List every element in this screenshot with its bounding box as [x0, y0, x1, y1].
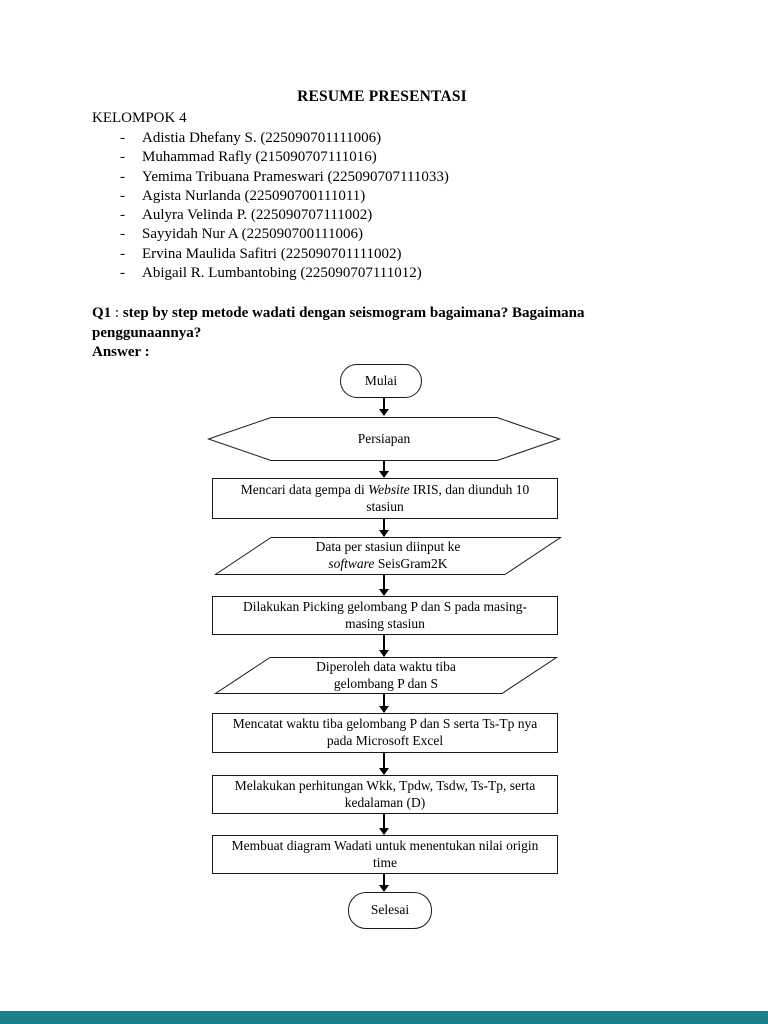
flow-node-end: Selesai: [348, 892, 432, 929]
list-dash: -: [120, 168, 125, 185]
hexagon-shape: [206, 417, 562, 461]
flow-arrow-down: [383, 575, 385, 589]
flow-arrow-down: [383, 398, 385, 409]
text-run: pada Microsoft Excel: [326, 733, 444, 748]
text-run: time: [373, 854, 397, 870]
list-item: -Sayyidah Nur A (225090700111006): [92, 225, 672, 244]
flow-arrow-down: [383, 519, 385, 530]
flow-node-preparation: Persiapan: [206, 417, 562, 461]
flow-arrow-down: [383, 694, 385, 706]
question-text: step by step metode wadati dengan seismo…: [92, 305, 585, 341]
member-text: Sayyidah Nur A (225090700111006): [142, 226, 363, 243]
flow-node-process-1: Mencari data gempa di Website IRIS, dan …: [212, 478, 558, 519]
list-item: - Adistia Dhefany S. (225090701111006): [92, 129, 672, 148]
member-list: -Adistia Dhefany S. (225090701111006) -M…: [92, 129, 672, 283]
list-dash: -: [120, 226, 125, 243]
flow-node-start: Mulai: [340, 364, 422, 398]
text-run: Dilakukan Picking gelombang P dan S pada…: [242, 598, 528, 614]
text-run: kedalaman (D): [344, 794, 426, 810]
text-run: gelombang P dan S: [333, 675, 439, 691]
text-run: SeisGram2K: [374, 556, 448, 571]
footer-bar: [0, 1011, 768, 1024]
member-text: Yemima Tribuana Prameswari (225090707111…: [142, 168, 449, 185]
flow-node-label: Persiapan: [357, 430, 411, 446]
list-item: -Ervina Maulida Safitri (225090701111002…: [92, 245, 672, 264]
page-title: RESUME PRESENTASI: [297, 88, 467, 105]
flow-node-process-3: Mencatat waktu tiba gelombang P dan S se…: [212, 713, 558, 753]
question-block: Q1 : step by step metode wadati dengan s…: [92, 304, 672, 343]
flow-arrow-down: [383, 461, 385, 471]
flow-node-label: Mencari data gempa di Website IRIS, dan …: [241, 482, 530, 516]
member-text: Agista Nurlanda (225090700111011): [142, 187, 366, 204]
group-heading: KELOMPOK 4: [92, 110, 187, 126]
question-label: Q1: [92, 305, 112, 322]
list-dash: -: [120, 207, 125, 224]
list-dash: -: [120, 187, 125, 204]
italic-text-run: Website: [368, 481, 410, 497]
question-separator: :: [111, 305, 123, 322]
member-text: Ervina Maulida Safitri (225090701111002): [142, 245, 402, 262]
text-run: Mencari data gempa di: [240, 481, 369, 497]
list-item: -Agista Nurlanda (225090700111011): [92, 187, 672, 206]
flow-arrow-down: [383, 753, 385, 768]
flow-node-process-4: Melakukan perhitungan Wkk, Tpdw, Tsdw, T…: [212, 775, 558, 814]
text-run: Diperoleh data waktu tiba: [316, 658, 456, 674]
member-text: Muhammad Rafly (215090707111016): [142, 149, 377, 166]
member-text: Aulyra Velinda P. (225090707111002): [142, 207, 373, 224]
flow-node-label: Mencatat waktu tiba gelombang P dan S se…: [233, 716, 538, 750]
text-run: Data per stasiun diinput ke: [315, 539, 461, 555]
member-text: Abigail R. Lumbantobing (225090707111012…: [142, 265, 422, 282]
flow-node-process-2: Dilakukan Picking gelombang P dan S pada…: [212, 596, 558, 635]
list-item: -Yemima Tribuana Prameswari (22509070711…: [92, 168, 672, 187]
text-run: Membuat diagram Wadati untuk menentukan …: [231, 837, 539, 853]
text-run: Mencatat waktu tiba gelombang P dan S se…: [232, 716, 538, 732]
flow-node-label: Mulai: [364, 372, 398, 388]
member-text: Adistia Dhefany S. (225090701111006): [142, 130, 382, 146]
text-run: masing stasiun: [345, 615, 425, 631]
parallelogram-shape: [213, 537, 563, 575]
list-item: -Aulyra Velinda P. (225090707111002): [92, 206, 672, 225]
answer-label: Answer :: [92, 344, 150, 361]
list-dash: -: [120, 130, 125, 146]
list-item: -Abigail R. Lumbantobing (22509070711101…: [92, 264, 672, 283]
list-dash: -: [120, 245, 125, 262]
list-item: -Muhammad Rafly (215090707111016): [92, 148, 672, 167]
flow-arrow-down: [383, 814, 385, 828]
text-run: IRIS, dan diunduh 10: [409, 481, 530, 497]
flow-node-label: Selesai: [370, 902, 410, 918]
flow-node-process-5: Membuat diagram Wadati untuk menentukan …: [212, 835, 558, 874]
flow-arrow-down: [383, 635, 385, 650]
flow-node-label: Dilakukan Picking gelombang P dan S pada…: [243, 599, 527, 633]
text-run: Melakukan perhitungan Wkk, Tpdw, Tsdw, T…: [234, 777, 536, 793]
flow-node-label: Membuat diagram Wadati untuk menentukan …: [232, 838, 539, 872]
flow-arrow-down: [383, 874, 385, 885]
italic-text-run: software: [328, 556, 375, 571]
text-run: stasiun: [366, 498, 404, 514]
parallelogram-shape: [213, 657, 559, 694]
flow-node-label: Melakukan perhitungan Wkk, Tpdw, Tsdw, T…: [235, 778, 536, 812]
list-dash: -: [120, 265, 125, 282]
list-dash: -: [120, 149, 125, 166]
